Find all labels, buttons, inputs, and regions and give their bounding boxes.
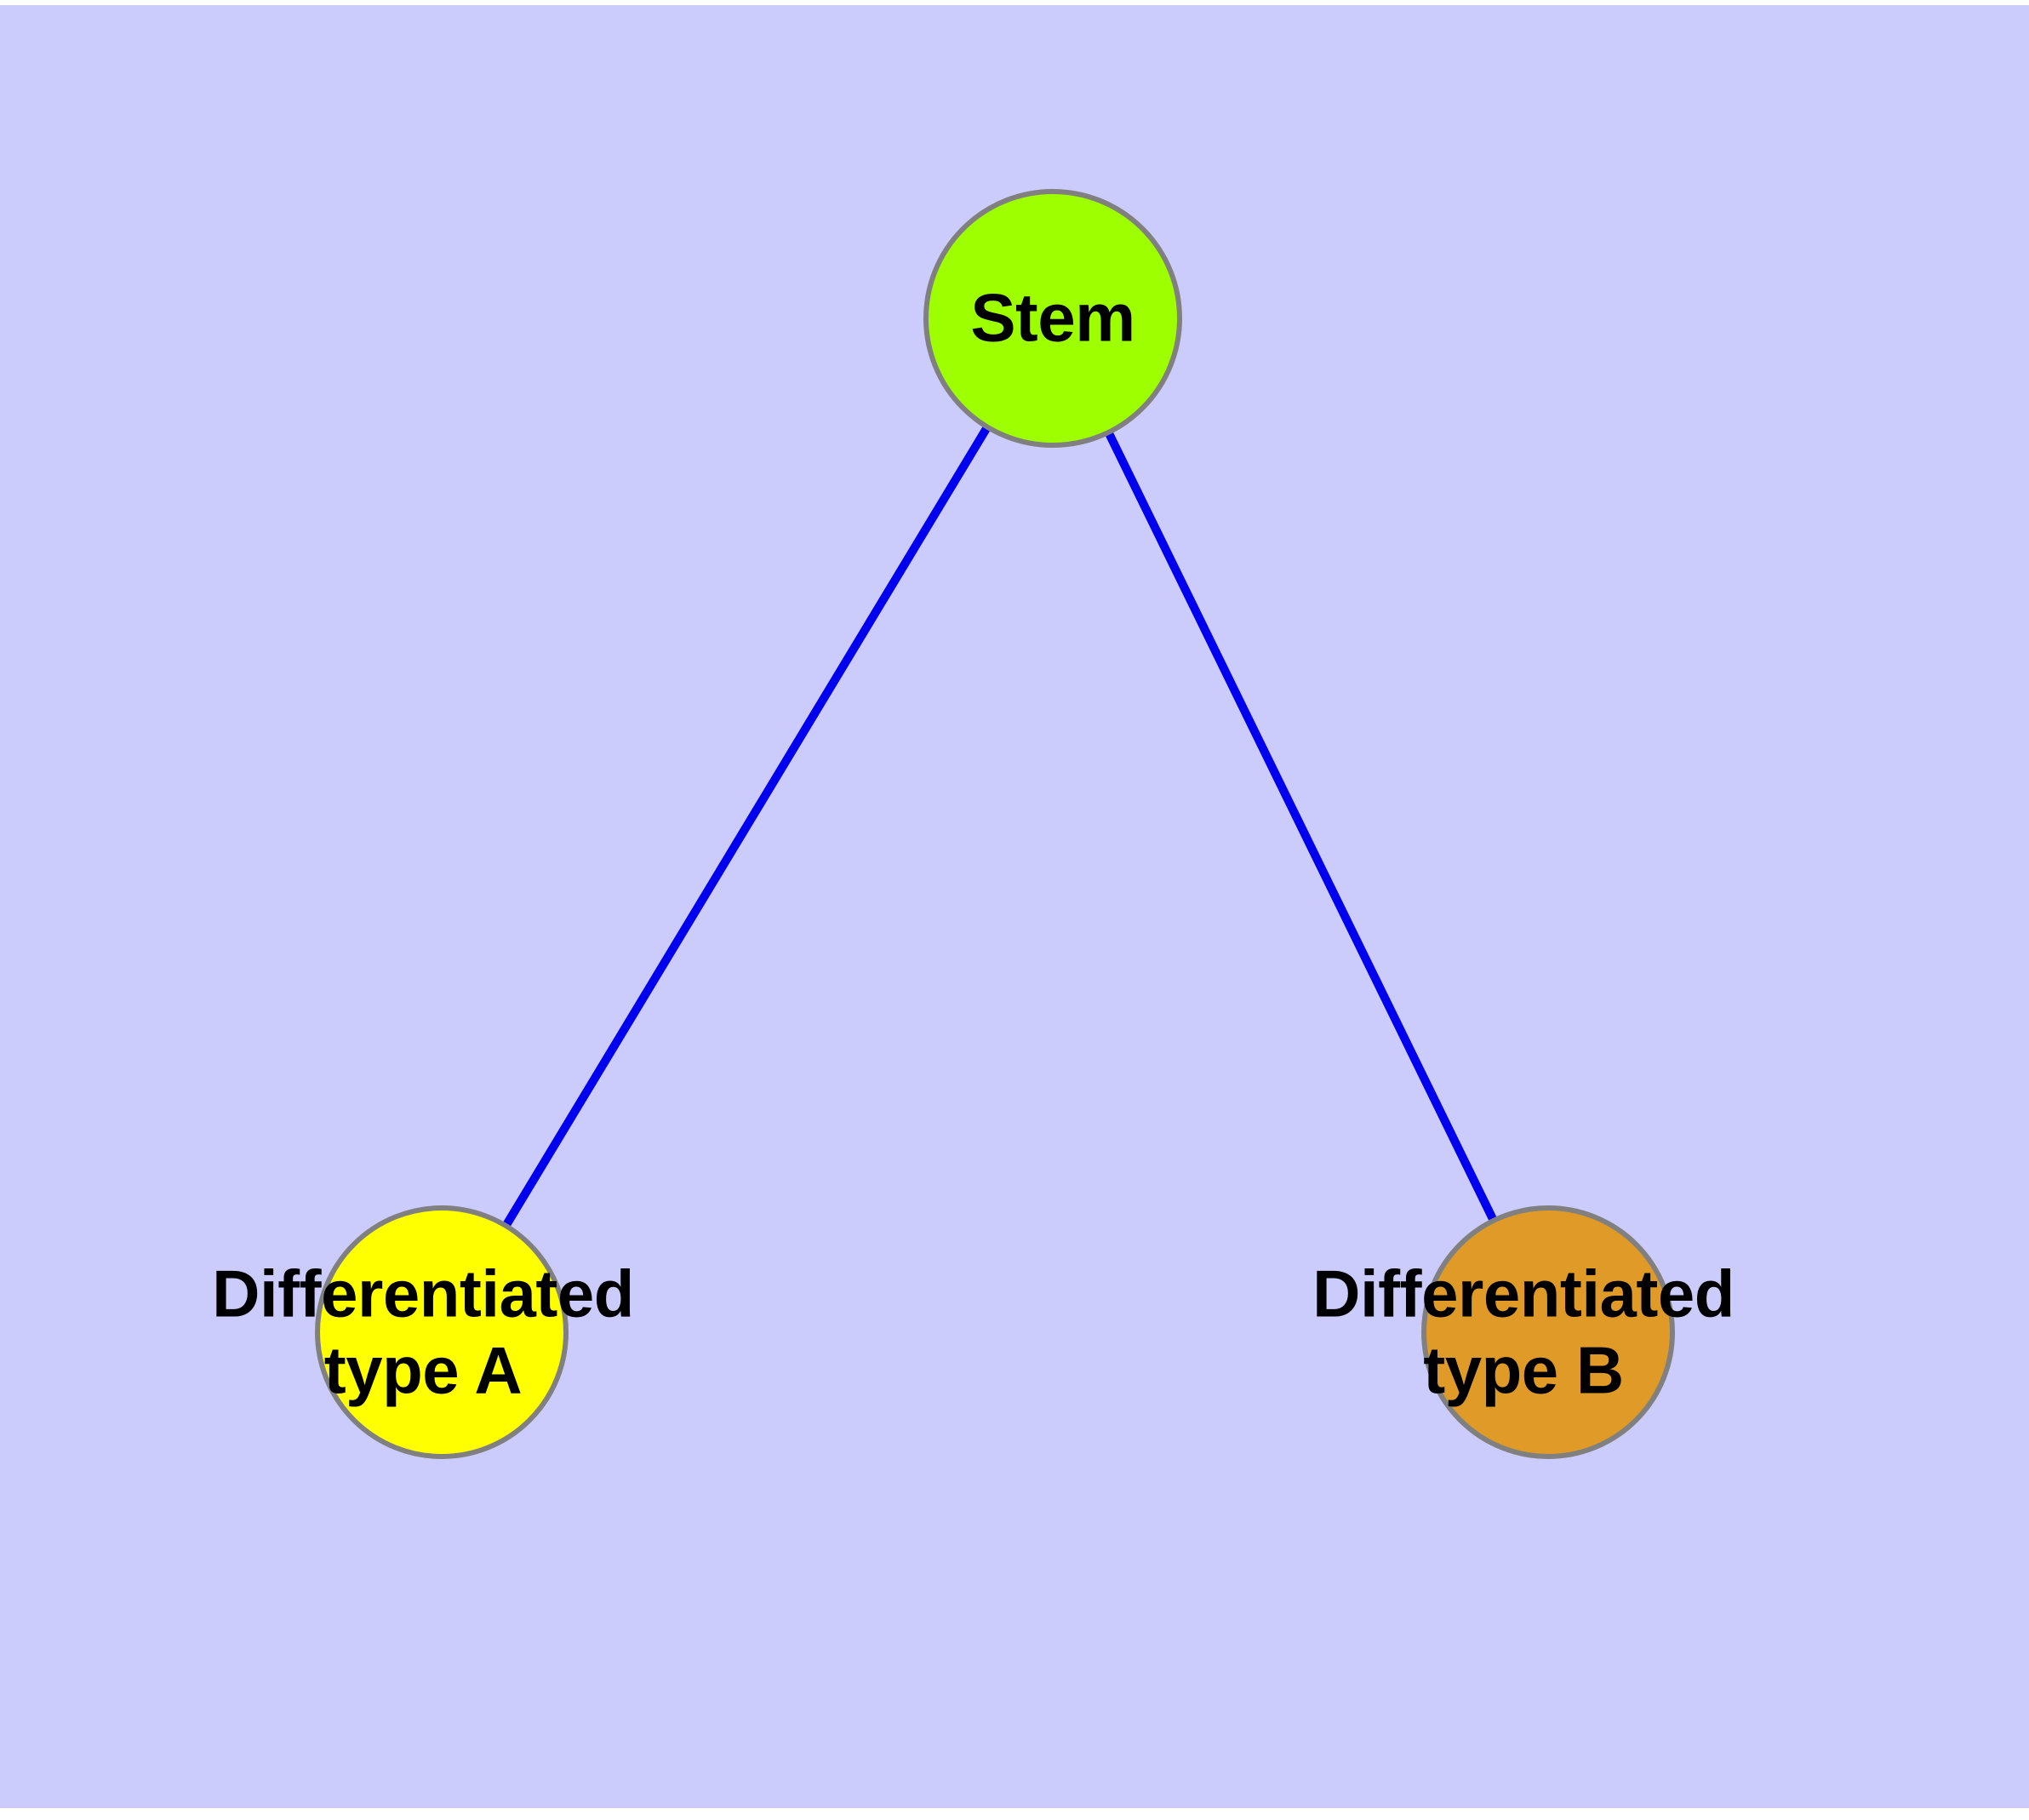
node-layer	[315, 189, 1675, 1459]
node-differentiated-type-a[interactable]	[315, 1205, 569, 1459]
node-stem[interactable]	[923, 189, 1182, 448]
edge-layer	[494, 411, 1505, 1241]
edge-stem-to-differentiated-type-b	[1097, 416, 1505, 1237]
edge-stem-to-differentiated-type-a	[494, 411, 999, 1241]
node-differentiated-type-b[interactable]	[1421, 1205, 1675, 1459]
